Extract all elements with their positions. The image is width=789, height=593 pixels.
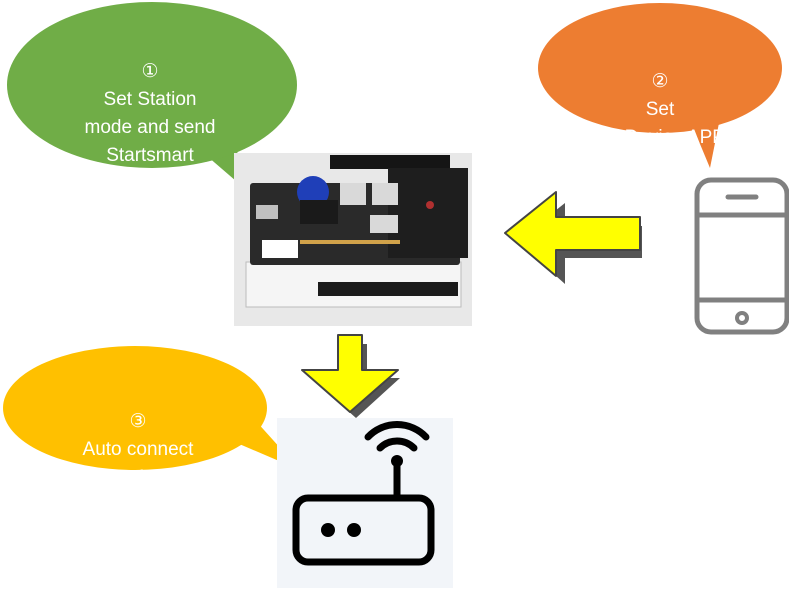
mobile-phone-icon: [694, 177, 789, 335]
step-1-label: Set Station mode and send Startsmart Com…: [84, 89, 216, 194]
step-3-label: Auto connect to AP: [82, 439, 194, 488]
arrow-phone-to-board: [504, 191, 642, 284]
wifi-router-icon: [277, 418, 453, 588]
step-3-number: ③: [129, 411, 147, 432]
step-2-label: Set NetDevice APP: [595, 99, 725, 148]
step-2-number: ②: [651, 71, 669, 92]
step-2-text: ② Set NetDevice APP: [560, 40, 760, 152]
step-1-text: ① Set Station mode and send Startsmart C…: [40, 30, 260, 198]
step-1-number: ①: [141, 61, 159, 82]
step-3-text: ③ Auto connect to AP: [18, 380, 258, 492]
bubble-step-2: [538, 3, 782, 168]
dev-board-photo: [234, 153, 472, 326]
arrow-board-to-router: [301, 334, 400, 418]
